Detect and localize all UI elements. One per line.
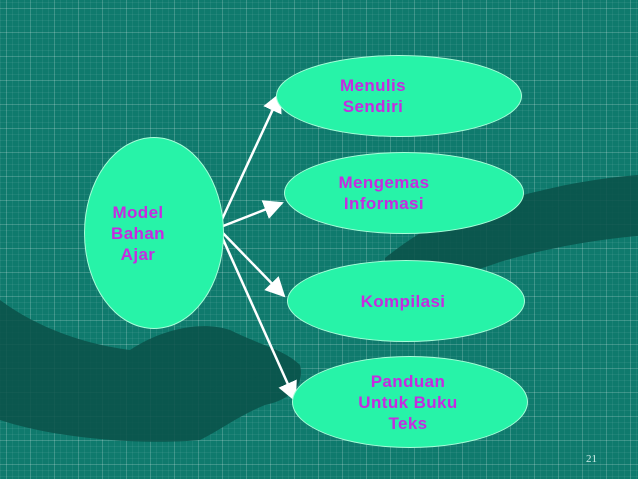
node-panduan-untuk-buku-teks-label: Panduan Untuk Buku Teks xyxy=(358,371,458,433)
left-hand-shape xyxy=(0,300,301,442)
root-node-label: Model Bahan Ajar xyxy=(111,202,165,264)
node-menulis-sendiri-label: Menulis Sendiri xyxy=(339,76,407,116)
node-kompilasi: Kompilasi xyxy=(287,260,525,342)
arrow-to-mengemas-informasi xyxy=(217,200,284,230)
node-panduan-untuk-buku-teks: Panduan Untuk Buku Teks xyxy=(292,356,528,448)
left-hand-fingers xyxy=(200,345,262,395)
page-number: 21 xyxy=(586,453,597,465)
arrow-to-kompilasi xyxy=(217,227,286,298)
arrow-to-panduan-untuk-buku-teks xyxy=(216,227,297,402)
node-menulis-sendiri: Menulis Sendiri xyxy=(276,55,522,137)
root-node-model-bahan-ajar: Model Bahan Ajar xyxy=(84,137,224,329)
arrow-to-menulis-sendiri xyxy=(216,92,282,229)
node-mengemas-informasi-label: Mengemas Informasi xyxy=(338,173,430,213)
node-mengemas-informasi: Mengemas Informasi xyxy=(284,152,524,234)
right-hand-thumb xyxy=(520,190,586,210)
node-kompilasi-label: Kompilasi xyxy=(360,291,446,311)
